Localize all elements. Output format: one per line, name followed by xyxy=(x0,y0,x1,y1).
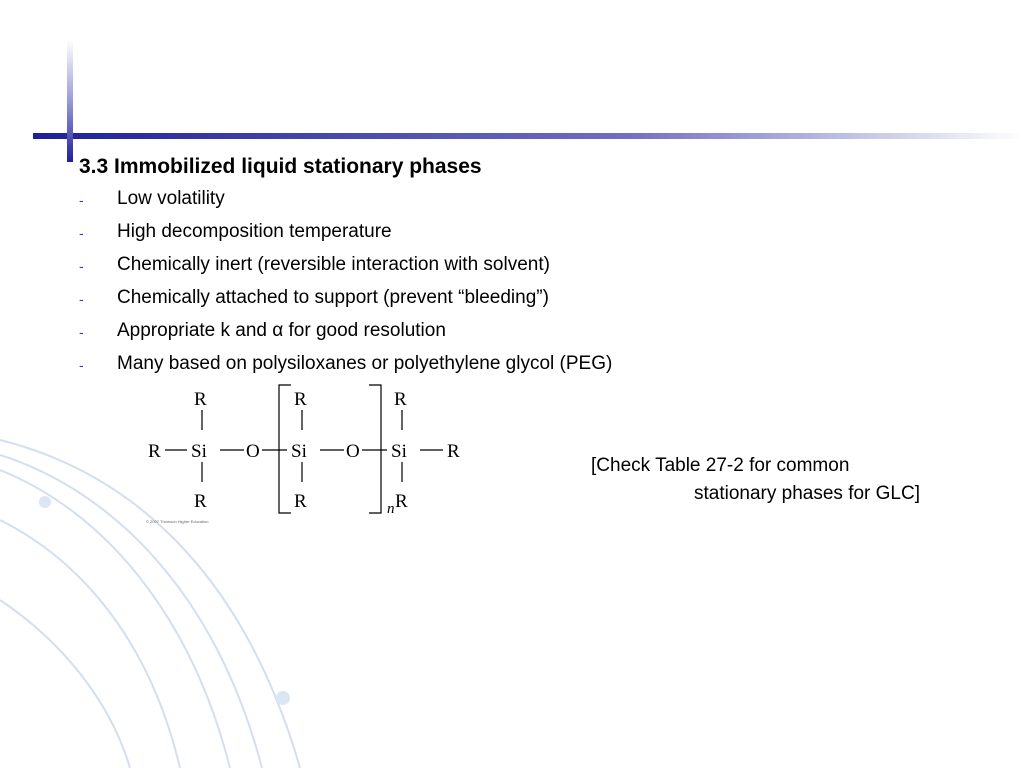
note-line-2: stationary phases for GLC] xyxy=(694,483,920,504)
substituent-r: R xyxy=(395,491,408,512)
substituent-r: R xyxy=(194,491,207,512)
background-dot xyxy=(39,496,51,508)
structure-bonds xyxy=(165,384,443,514)
accent-bar-horizontal xyxy=(33,133,1024,139)
bullet-dash: - xyxy=(79,192,84,208)
substituent-r: R xyxy=(294,389,307,410)
slide-title: 3.3 Immobilized liquid stationary phases xyxy=(79,155,482,178)
oxygen-atom: O xyxy=(246,441,260,462)
silicon-atom: Si xyxy=(291,441,307,462)
silicon-atom: Si xyxy=(191,441,207,462)
substituent-r: R xyxy=(294,491,307,512)
bullet-text: Chemically inert (reversible interaction… xyxy=(117,254,550,275)
oxygen-atom: O xyxy=(346,441,360,462)
background-dot xyxy=(276,691,290,705)
polysiloxane-structure: R R Si R O R Si R O n R Si R R © 2007 Th… xyxy=(146,384,460,524)
substituent-r: R xyxy=(148,441,161,462)
reference-note: [Check Table 27-2 for common stationary … xyxy=(591,452,920,508)
repeat-subscript: n xyxy=(387,501,395,517)
bullet-dash: - xyxy=(79,225,84,241)
bullet-text: Chemically attached to support (prevent … xyxy=(117,287,549,308)
copyright-text: © 2007 Thomson Higher Education xyxy=(146,519,208,524)
silicon-atom: Si xyxy=(391,441,407,462)
accent-bar-vertical xyxy=(67,40,73,162)
bullet-text: High decomposition temperature xyxy=(117,221,392,242)
substituent-r: R xyxy=(394,389,407,410)
bullet-text: Appropriate k and α for good resolution xyxy=(117,320,446,341)
bullet-text: Low volatility xyxy=(117,188,225,209)
bullet-text: Many based on polysiloxanes or polyethyl… xyxy=(117,353,613,374)
background-swirl xyxy=(0,439,301,768)
bullet-dash: - xyxy=(79,258,84,274)
bullet-dash: - xyxy=(79,357,84,373)
bullet-dash: - xyxy=(79,324,84,340)
substituent-r: R xyxy=(194,389,207,410)
substituent-r: R xyxy=(447,441,460,462)
bullet-dash: - xyxy=(79,291,84,307)
note-line-1: [Check Table 27-2 for common xyxy=(591,455,850,476)
